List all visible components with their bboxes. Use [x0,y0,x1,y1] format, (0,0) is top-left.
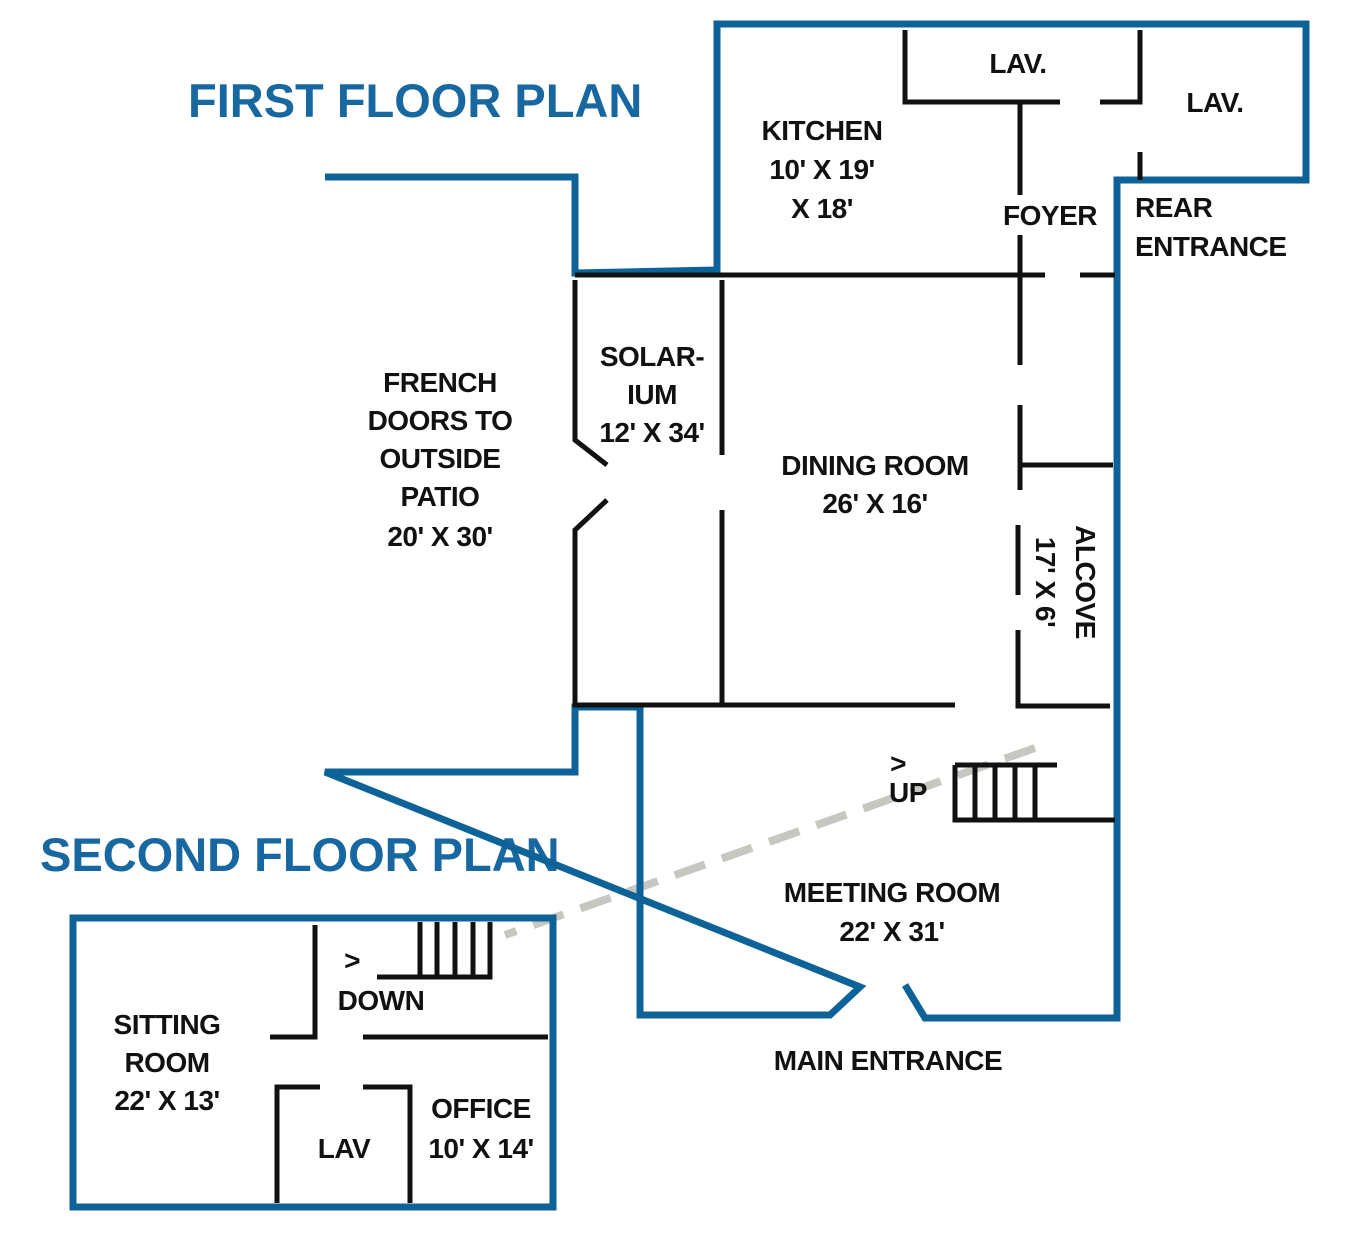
stairs-up-label: UP [889,777,927,808]
foyer-label: FOYER [1003,200,1097,231]
rear-entrance-label-2: ENTRANCE [1135,231,1287,262]
patio-label-3: OUTSIDE [380,443,501,474]
lav-label-2: LAV. [1186,87,1243,118]
main-entrance-label: MAIN ENTRANCE [774,1045,1002,1076]
second-floor-title: SECOND FLOOR PLAN [40,828,560,881]
meeting-room-label: MEETING ROOM [784,877,1000,908]
stairs-down [377,922,493,980]
down-arrow-icon: > [344,945,360,976]
up-arrow-icon: > [890,748,906,779]
solarium-size: 12' X 34' [599,417,704,448]
lav-label-1: LAV. [989,48,1046,79]
patio-label-1: FRENCH [383,367,497,398]
alcove-size: 17' X 6' [1030,537,1061,627]
kitchen-label: KITCHEN [762,115,883,146]
second-floor-outline [69,914,557,1211]
meeting-room-size: 22' X 31' [839,916,944,947]
lav-label: LAV [318,1133,371,1164]
sitting-room-label-1: SITTING [114,1009,221,1040]
rear-entrance-label: REAR [1135,192,1213,223]
solarium-label-1: SOLAR- [600,341,705,372]
sitting-room-label-2: ROOM [124,1047,209,1078]
office-label: OFFICE [431,1093,531,1124]
stairs-up [952,762,1115,823]
office-size: 10' X 14' [428,1133,533,1164]
patio-label-4: PATIO [401,481,480,512]
sitting-room-size: 22' X 13' [114,1085,219,1116]
dining-room-label: DINING ROOM [781,450,968,481]
kitchen-size-2: X 18' [791,193,853,224]
second-floor-walls [270,925,548,1203]
solarium-label-2: IUM [627,379,677,410]
dining-room-size: 26' X 16' [822,488,927,519]
patio-label-2: DOORS TO [368,405,513,436]
stairs-down-label: DOWN [338,985,425,1016]
patio-size: 20' X 30' [387,521,492,552]
first-floor-title: FIRST FLOOR PLAN [188,74,642,127]
stair-connector-line [503,744,1037,939]
kitchen-size: 10' X 19' [769,154,874,185]
first-floor-walls [572,30,1143,709]
alcove-label: ALCOVE [1070,525,1101,639]
